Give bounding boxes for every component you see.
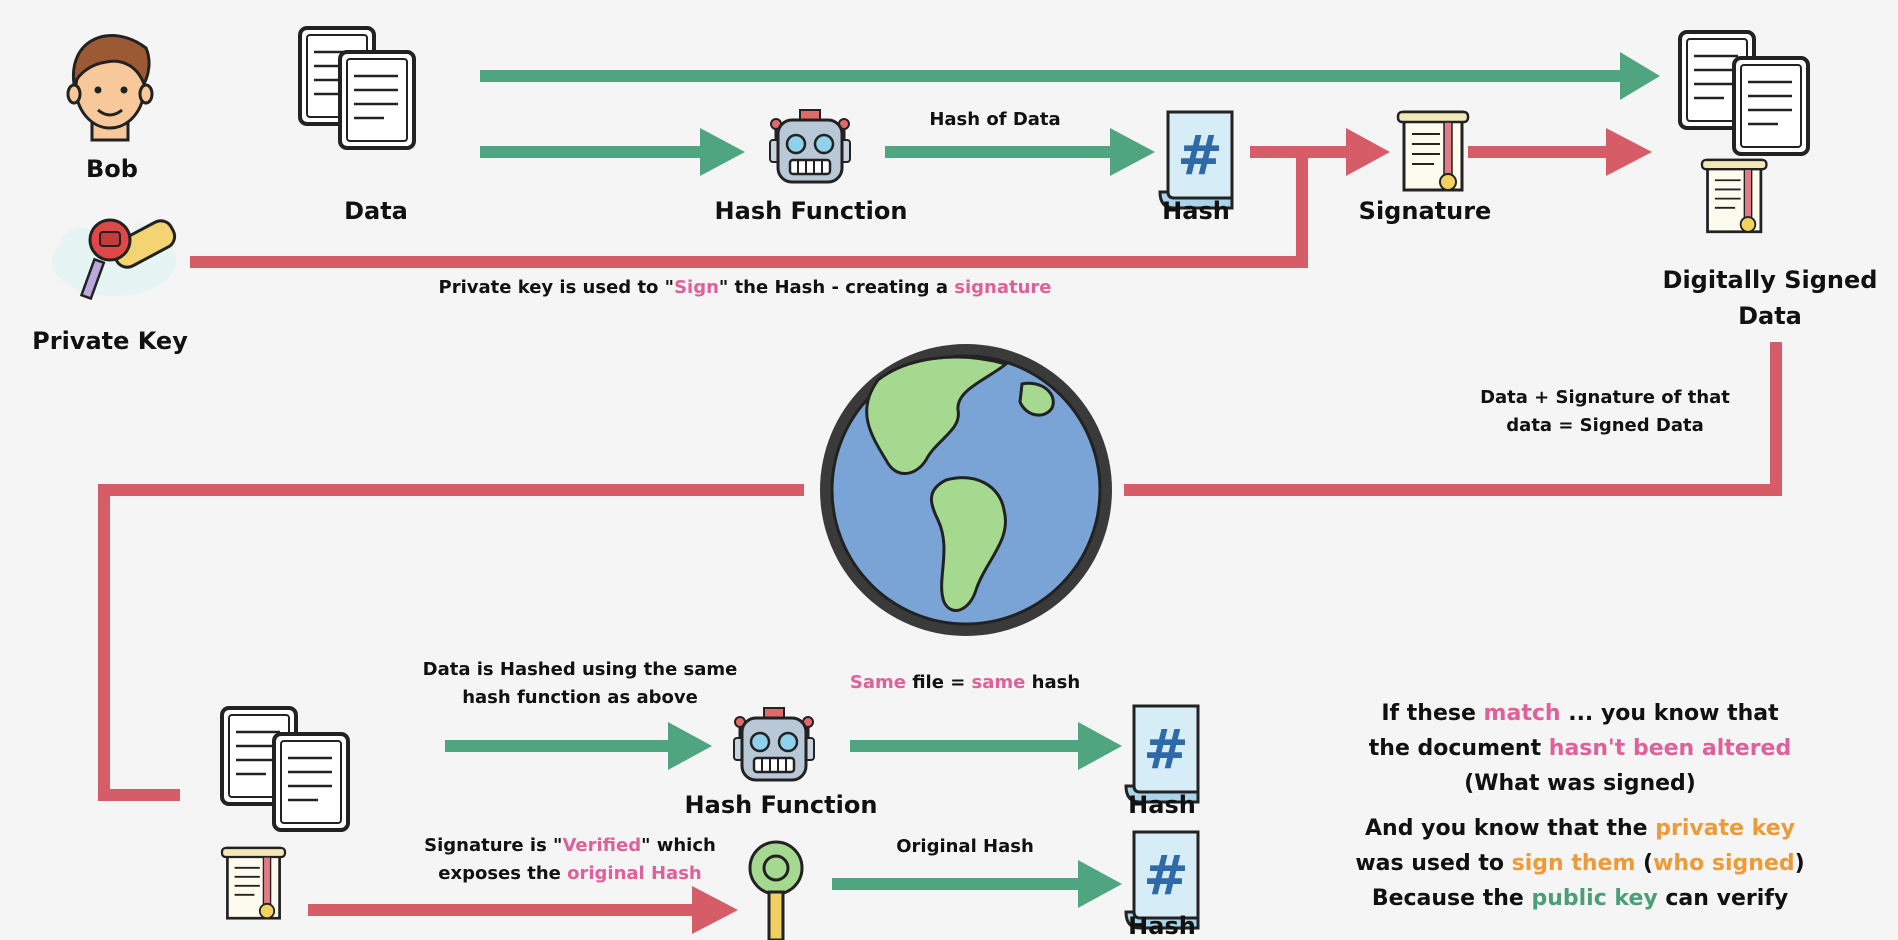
hashed-note: Data is Hashed using the same hash funct… bbox=[422, 659, 738, 708]
private-key-note: Private key is used to "Sign" the Hash -… bbox=[438, 277, 1052, 298]
hash-label: Hash bbox=[1162, 197, 1230, 225]
green-arrow-bottom-data-to-hashfn bbox=[445, 722, 712, 770]
hash-document-icon bbox=[1158, 110, 1234, 210]
hash-function-label: Hash Function bbox=[714, 197, 908, 225]
green-arrow-data-to-hashfn bbox=[480, 128, 745, 176]
red-line-privatekey-to-signature bbox=[190, 146, 1350, 268]
private-key-label: Private Key bbox=[32, 327, 188, 355]
red-arrow-signature-to-signed bbox=[1468, 128, 1652, 176]
signed-data-label: Digitally Signed Data bbox=[1660, 262, 1880, 334]
signed-data-line1: Digitally Signed bbox=[1662, 266, 1878, 294]
hash-document-icon-bottom-1 bbox=[1124, 704, 1200, 804]
hash-label-bottom-2: Hash bbox=[1128, 912, 1196, 940]
red-line-signed-to-globe bbox=[1124, 342, 1782, 496]
public-key-icon bbox=[748, 840, 804, 940]
red-arrowhead-to-signature bbox=[1346, 128, 1390, 176]
original-hash-label: Original Hash bbox=[896, 836, 1034, 857]
green-arrow-bottom-hashfn-to-hash bbox=[850, 722, 1122, 770]
private-key-icon bbox=[52, 218, 177, 301]
signature-label: Signature bbox=[1358, 197, 1492, 225]
robot-icon-bottom bbox=[732, 706, 816, 782]
green-arrow-data-to-signed bbox=[480, 52, 1660, 100]
green-arrow-hashfn-to-hash bbox=[885, 128, 1155, 176]
hash-label-bottom-1: Hash bbox=[1128, 791, 1196, 819]
globe-icon bbox=[820, 344, 1112, 636]
signed-document-stack-icon bbox=[1678, 30, 1810, 234]
received-document-stack-icon bbox=[220, 706, 350, 920]
red-line-globe-to-bottom bbox=[98, 484, 804, 801]
verified-note: Signature is "Verified" which exposes th… bbox=[424, 835, 716, 884]
robot-icon bbox=[768, 108, 852, 184]
signature-scroll-icon bbox=[1396, 110, 1470, 192]
person-label: Bob bbox=[86, 155, 138, 183]
document-stack-icon bbox=[298, 26, 416, 150]
red-arrow-signature-to-key bbox=[308, 886, 738, 934]
hash-function-label-bottom: Hash Function bbox=[684, 791, 878, 819]
signed-data-line2: Data bbox=[1738, 302, 1802, 330]
hash-of-data-label: Hash of Data bbox=[929, 109, 1061, 130]
signed-data-note: Data + Signature of that data = Signed D… bbox=[1480, 387, 1730, 436]
data-label: Data bbox=[344, 197, 408, 225]
same-hash-note: Same file = same hash bbox=[849, 672, 1081, 693]
green-arrow-key-to-hash bbox=[832, 860, 1122, 908]
conclusion-text: If these match ... you know that the doc… bbox=[1355, 701, 1805, 911]
person-icon bbox=[66, 34, 154, 142]
